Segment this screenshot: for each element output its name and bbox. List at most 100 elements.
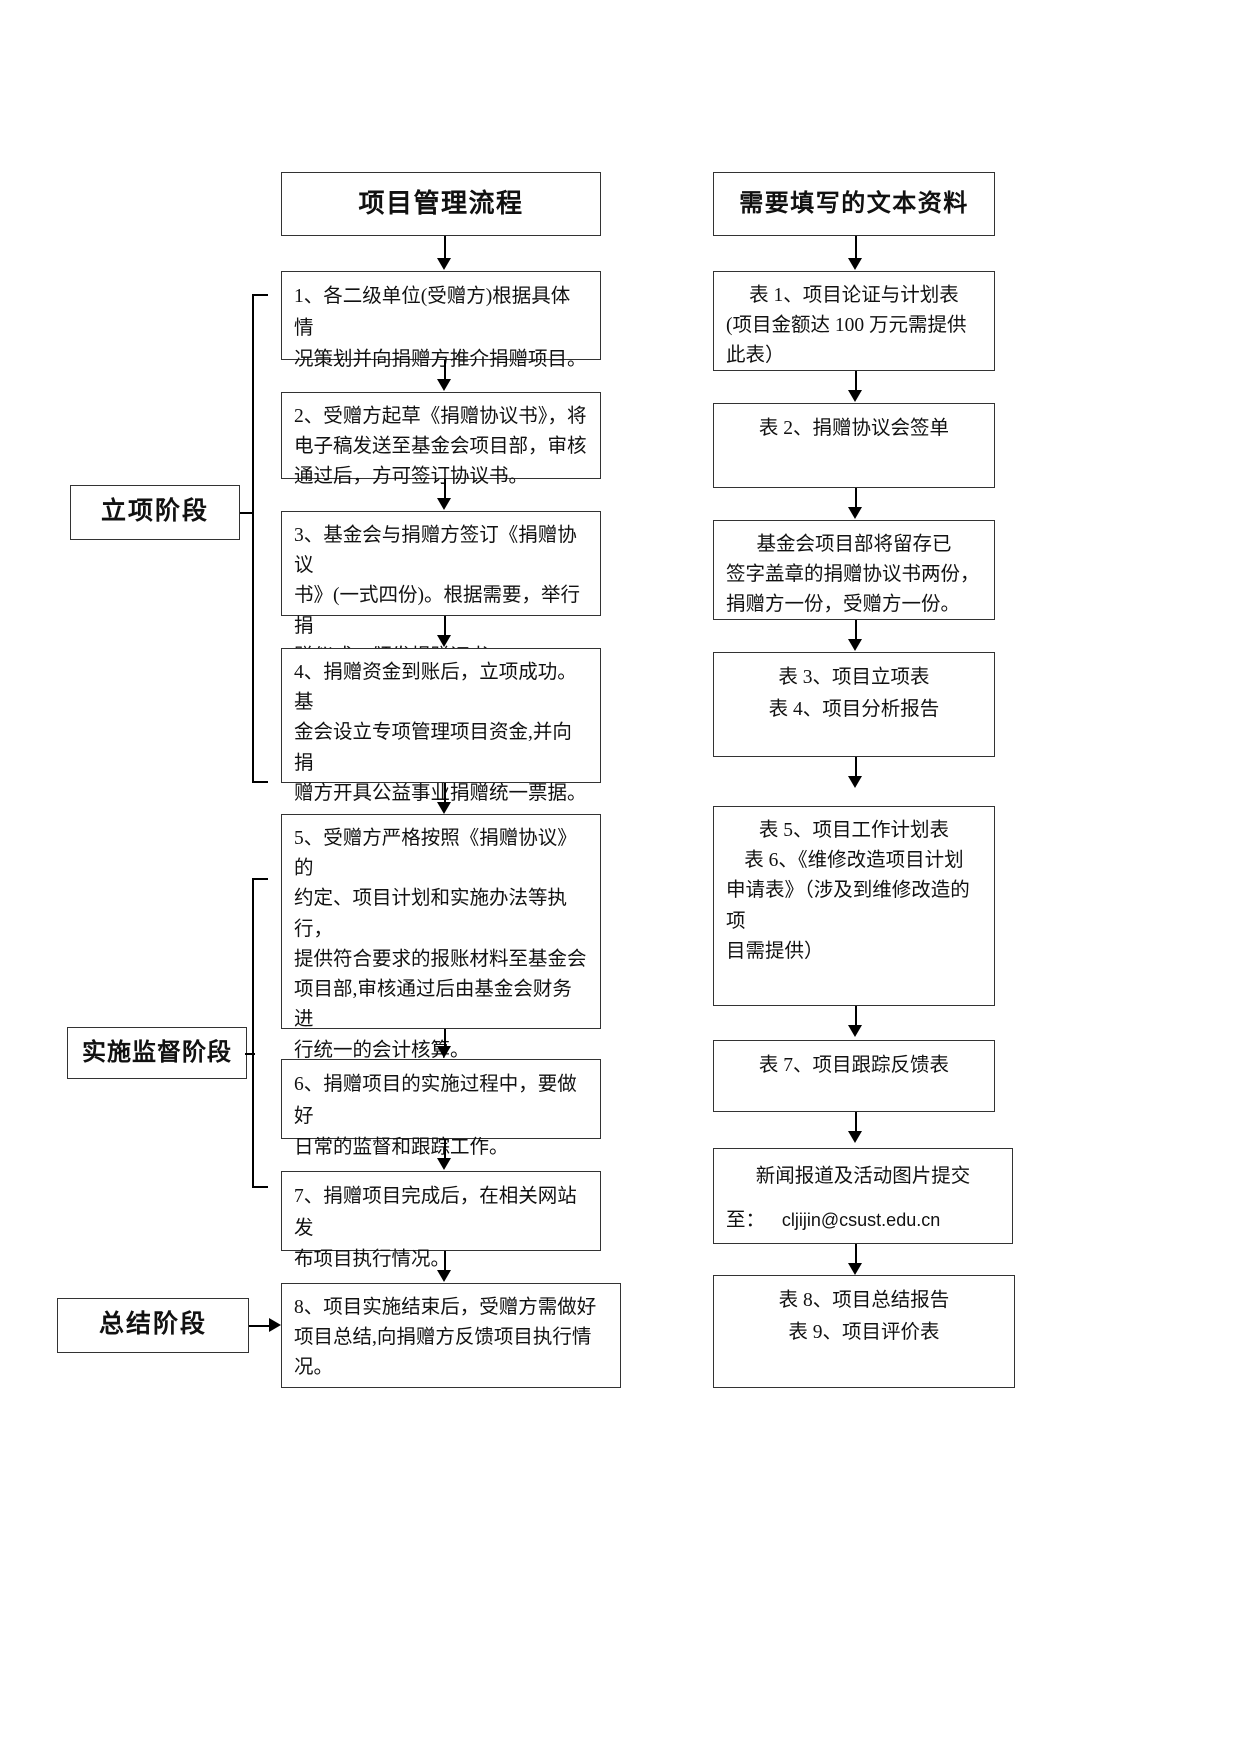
process-step-4-line-1: 4、捐赠资金到账后，立项成功。基 — [294, 662, 577, 714]
connector-doc5-to-doc6 — [855, 1006, 857, 1028]
arrow-doc4-to-doc5 — [848, 776, 862, 788]
arrow-stage3-to-step8 — [269, 1318, 281, 1332]
document-box-5-line-1: 表 5、项目工作计划表 — [758, 820, 950, 841]
process-step-7-line-1: 7、捐赠项目完成后，在相关网站发 — [294, 1186, 577, 1239]
connector-doc1-to-doc2 — [855, 371, 857, 393]
document-box-1-line-3: 此表） — [726, 345, 785, 367]
process-step-2-line-3: 通过后，方可签订协议书。 — [294, 466, 529, 488]
stage-label-1-text: 立项阶段 — [100, 498, 209, 526]
document-box-3-line-3: 捐赠方一份，受赠方一份。 — [726, 594, 961, 616]
process-step-7-line-2: 布项目执行情况。 — [294, 1249, 451, 1271]
arrow-step2-to-step3 — [437, 498, 451, 510]
process-step-5: 5、受赠方严格按照《捐赠协议》的 约定、项目计划和实施办法等执行， 提供符合要求… — [281, 814, 601, 1061]
connector-step4-to-step5 — [444, 783, 446, 805]
arrow-doc1-to-doc2 — [848, 390, 862, 402]
document-box-7-line-2: 至： cljijin@csust.edu.cn — [726, 1205, 1000, 1237]
document-box-6-line-1: 表 7、项目跟踪反馈表 — [758, 1055, 950, 1076]
document-box-7: 新闻报道及活动图片提交 至： cljijin@csust.edu.cn — [713, 1148, 1013, 1244]
document-box-5: 表 5、项目工作计划表 表 6、《维修改造项目计划 申请表》（涉及到维修改造的项… — [713, 806, 995, 1006]
document-box-5-line-4: 目需提供） — [726, 940, 824, 962]
process-step-3-line-2: 书》(一式四份)。根据需要，举行捐 — [294, 585, 580, 637]
connector-doc3-to-doc4 — [855, 620, 857, 642]
process-step-1: 1、各二级单位(受赠方)根据具体情 况策划并向捐赠方推介捐赠项目。 — [281, 271, 601, 370]
process-step-1-line-2: 况策划并向捐赠方推介捐赠项目。 — [294, 349, 587, 371]
document-box-8: 表 8、项目总结报告 表 9、项目评价表 — [713, 1275, 1015, 1388]
process-step-2-line-2: 电子稿发送至基金会项目部，审核 — [294, 436, 587, 458]
process-step-8-line-1: 8、项目实施结束后，受赠方需做好 — [294, 1297, 597, 1318]
arrow-rheader-to-doc1 — [848, 258, 862, 270]
arrow-step7-to-step8 — [437, 1270, 451, 1282]
document-box-3: 基金会项目部将留存已 签字盖章的捐赠协议书两份， 捐赠方一份，受赠方一份。 — [713, 520, 995, 620]
left-column-header: 项目管理流程 — [281, 172, 601, 236]
arrow-doc7-to-doc8 — [848, 1263, 862, 1275]
connector-step6-to-step7 — [444, 1139, 446, 1161]
arrow-doc5-to-doc6 — [848, 1025, 862, 1037]
email-prefix-label: 至： — [726, 1209, 766, 1231]
arrow-doc2-to-doc3 — [848, 507, 862, 519]
connector-doc7-to-doc8 — [855, 1244, 857, 1266]
arrow-step6-to-step7 — [437, 1158, 451, 1170]
connector-step2-to-step3 — [444, 479, 446, 501]
document-box-2-line-1: 表 2、捐赠协议会签单 — [758, 418, 950, 439]
arrow-doc6-to-doc7 — [848, 1131, 862, 1143]
stage-label-3-text: 总结阶段 — [98, 1311, 207, 1339]
process-step-2: 2、受赠方起草《捐赠协议书》，将 电子稿发送至基金会项目部，审核 通过后，方可签… — [281, 392, 601, 487]
right-column-header: 需要填写的文本资料 — [713, 172, 995, 236]
document-box-4-line-2: 表 4、项目分析报告 — [768, 698, 940, 720]
stage-label-3: 总结阶段 — [57, 1298, 249, 1353]
process-step-3: 3、基金会与捐赠方签订《捐赠协议 书》(一式四份)。根据需要，举行捐 赠仪式，颁… — [281, 511, 601, 667]
connector-doc2-to-doc3 — [855, 488, 857, 510]
right-column-header-label: 需要填写的文本资料 — [739, 190, 969, 217]
connector-doc4-to-doc5 — [855, 757, 857, 779]
email-address[interactable]: cljijin@csust.edu.cn — [781, 1209, 941, 1230]
connector-step5-to-step6 — [444, 1029, 446, 1049]
process-step-6-line-1: 6、捐赠项目的实施过程中，要做好 — [294, 1074, 577, 1127]
process-step-5-line-2: 约定、项目计划和实施办法等执行， — [294, 888, 568, 940]
document-box-4-line-1: 表 3、项目立项表 — [778, 667, 930, 688]
document-box-3-line-1: 基金会项目部将留存已 — [756, 534, 952, 555]
document-box-8-line-2: 表 9、项目评价表 — [788, 1321, 940, 1343]
connector-step7-to-step8 — [444, 1251, 446, 1273]
process-step-5-line-3: 提供符合要求的报账材料至基金会 — [294, 948, 587, 970]
document-box-8-line-1: 表 8、项目总结报告 — [778, 1290, 950, 1311]
stage-label-2: 实施监督阶段 — [67, 1027, 247, 1079]
process-step-2-line-1: 2、受赠方起草《捐赠协议书》，将 — [294, 406, 587, 427]
connector-doc6-to-doc7 — [855, 1112, 857, 1134]
process-step-5-line-5: 行统一的会计核算。 — [294, 1039, 470, 1061]
process-step-3-line-1: 3、基金会与捐赠方签订《捐赠协议 — [294, 525, 577, 577]
connector-step1-to-step2 — [444, 360, 446, 382]
process-step-8-line-2: 项目总结,向捐赠方反馈项目执行情 — [294, 1327, 592, 1349]
process-step-7: 7、捐赠项目完成后，在相关网站发 布项目执行情况。 — [281, 1171, 601, 1270]
connector-header-to-step1 — [444, 236, 446, 261]
bracket-stub-stage-1 — [240, 512, 254, 514]
arrow-doc3-to-doc4 — [848, 639, 862, 651]
process-step-5-line-4: 项目部,审核通过后由基金会财务进 — [294, 979, 572, 1031]
arrow-step5-to-step6 — [437, 1046, 451, 1058]
process-step-5-line-1: 5、受赠方严格按照《捐赠协议》的 — [294, 828, 577, 880]
arrow-header-to-step1 — [437, 258, 451, 270]
connector-rheader-to-doc1 — [855, 236, 857, 261]
left-column-header-label: 项目管理流程 — [358, 188, 524, 218]
process-step-1-line-1: 1、各二级单位(受赠方)根据具体情 — [294, 286, 571, 339]
document-box-2: 表 2、捐赠协议会签单 — [713, 403, 995, 488]
document-box-1-line-1: 表 1、项目论证与计划表 — [749, 285, 959, 306]
document-box-7-line-1: 新闻报道及活动图片提交 — [755, 1166, 971, 1187]
process-step-4: 4、捐赠资金到账后，立项成功。基 金会设立专项管理项目资金,并向捐 赠方开具公益… — [281, 648, 601, 804]
stage-label-1: 立项阶段 — [70, 485, 240, 540]
document-box-1: 表 1、项目论证与计划表 (项目金额达 100 万元需提供 此表） — [713, 271, 995, 371]
process-step-8: 8、项目实施结束后，受赠方需做好 项目总结,向捐赠方反馈项目执行情 况。 — [281, 1283, 621, 1388]
connector-step3-to-step4 — [444, 616, 446, 638]
document-box-5-line-2: 表 6、《维修改造项目计划 — [744, 850, 964, 872]
arrow-step4-to-step5 — [437, 802, 451, 814]
stage-label-2-text: 实施监督阶段 — [82, 1039, 232, 1066]
process-step-4-line-3: 赠方开具公益事业捐赠统一票据。 — [294, 782, 587, 804]
document-box-5-line-3: 申请表》（涉及到维修改造的项 — [726, 880, 970, 932]
bracket-stage-1 — [252, 294, 268, 783]
arrow-step1-to-step2 — [437, 379, 451, 391]
process-step-6: 6、捐赠项目的实施过程中，要做好 日常的监督和跟踪工作。 — [281, 1059, 601, 1158]
process-step-4-line-2: 金会设立专项管理项目资金,并向捐 — [294, 722, 572, 774]
bracket-stub-stage-2 — [245, 1053, 255, 1055]
document-box-6: 表 7、项目跟踪反馈表 — [713, 1040, 995, 1112]
process-step-6-line-2: 日常的监督和跟踪工作。 — [294, 1137, 509, 1159]
